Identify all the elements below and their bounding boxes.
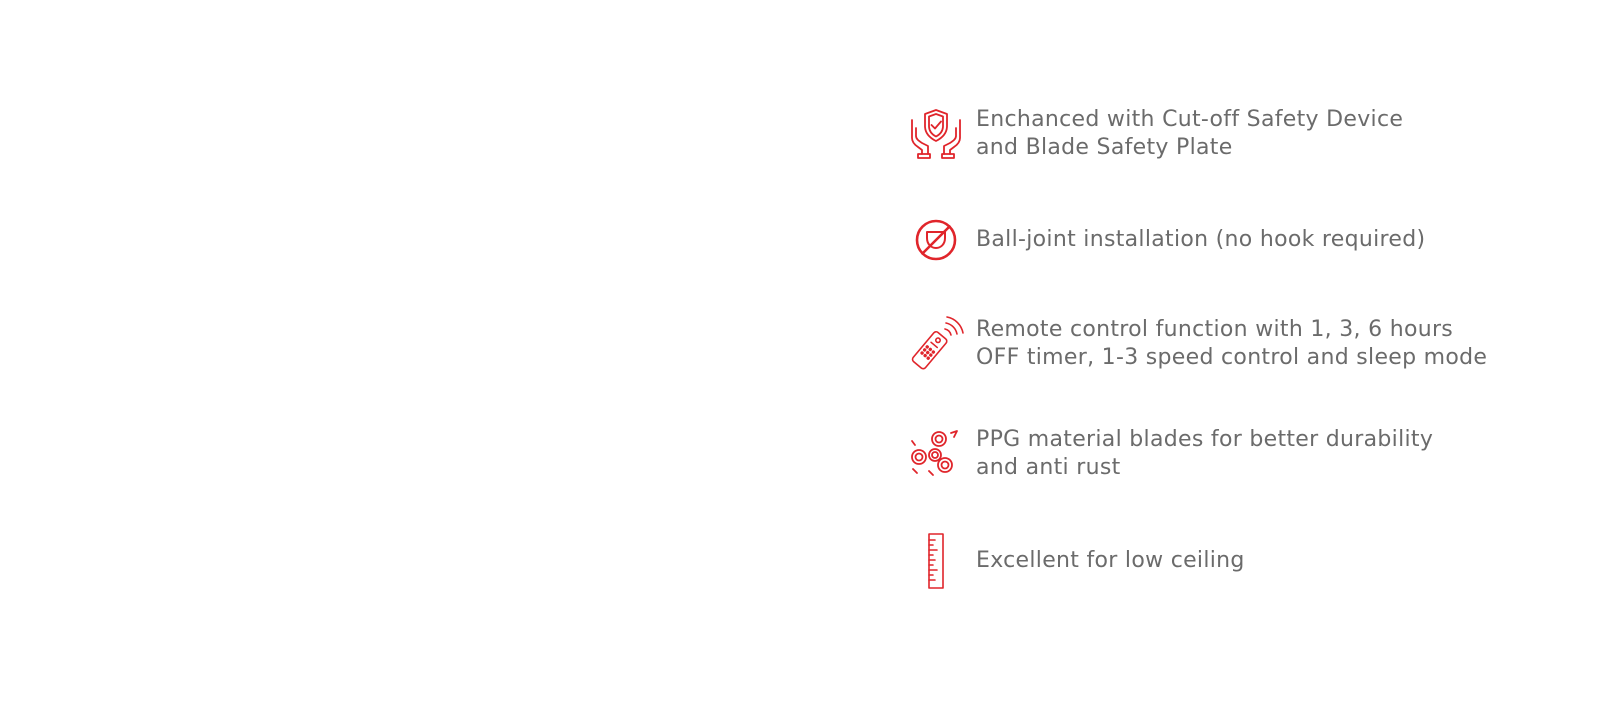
feature-item: Remote control function with 1, 3, 6 hou… [906,314,1487,374]
ruler-icon [906,531,966,591]
feature-line: OFF timer, 1-3 speed control and sleep m… [976,345,1488,370]
feature-text: Enchanced with Cut-off Safety Device and… [976,106,1403,162]
feature-line: Ball-joint installation (no hook require… [976,227,1426,252]
remote-control-icon [906,314,966,374]
feature-text: Remote control function with 1, 3, 6 hou… [976,316,1487,372]
rust-resistant-blades-icon [906,424,966,484]
feature-list: Enchanced with Cut-off Safety Device and… [906,0,1586,708]
feature-line: Enchanced with Cut-off Safety Device [976,107,1404,132]
feature-item: Excellent for low ceiling [906,531,1245,591]
feature-text: Ball-joint installation (no hook require… [976,226,1425,254]
feature-line: PPG material blades for better durabilit… [976,427,1434,452]
feature-line: and Blade Safety Plate [976,135,1233,160]
feature-item: Ball-joint installation (no hook require… [906,210,1425,270]
feature-item: PPG material blades for better durabilit… [906,424,1433,484]
no-hook-icon [906,210,966,270]
feature-line: Remote control function with 1, 3, 6 hou… [976,317,1454,342]
feature-line: Excellent for low ceiling [976,548,1245,573]
feature-line: and anti rust [976,455,1121,480]
feature-text: Excellent for low ceiling [976,547,1245,575]
feature-item: Enchanced with Cut-off Safety Device and… [906,104,1403,164]
feature-text: PPG material blades for better durabilit… [976,426,1433,482]
hands-shield-icon [906,104,966,164]
